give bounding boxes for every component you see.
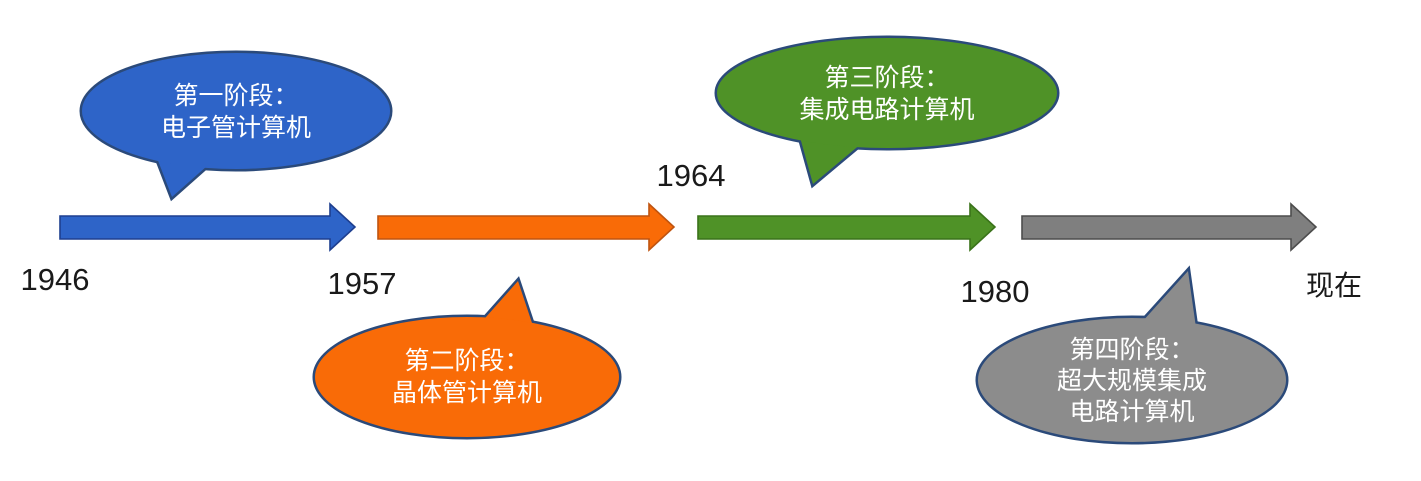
- stage-2-bubble: [312, 276, 622, 440]
- stage-1-arrow: [59, 202, 357, 252]
- bubble-line: 电子管计算机: [160, 114, 311, 142]
- bubble-line: 超大规模集成: [1056, 366, 1207, 395]
- bubble-line: 第二阶段：: [404, 347, 530, 375]
- bubble-line: 第四阶段：: [1069, 335, 1195, 364]
- stage-1-year-label: 1946: [20, 262, 90, 297]
- stage-1-bubble-text: 第一阶段： 电子管计算机: [82, 56, 390, 168]
- bubble-line: 第一阶段：: [173, 82, 299, 110]
- bubble-line: 电路计算机: [1069, 397, 1195, 426]
- stage-3-bubble: [714, 35, 1060, 189]
- stage-2-bubble-text: 第二阶段： 晶体管计算机: [315, 318, 619, 436]
- stage-4-year-label: 1980: [960, 274, 1030, 309]
- stage-4-bubble-text: 第四阶段： 超大规模集成 电路计算机: [978, 320, 1286, 442]
- stage-4-arrow: [1021, 202, 1318, 252]
- bubble-line: 晶体管计算机: [391, 379, 542, 407]
- stage-3-year-label: 1964: [656, 158, 726, 193]
- stage-2-arrow: [377, 202, 676, 252]
- stage-3-arrow: [697, 202, 997, 252]
- bubble-line: 第三阶段：: [824, 64, 950, 92]
- stage-4-bubble: [975, 265, 1289, 445]
- stage-3-bubble-text: 第三阶段： 集成电路计算机: [717, 40, 1057, 148]
- stage-1-bubble: [79, 50, 393, 202]
- stage-2-year-label: 1957: [327, 266, 397, 301]
- bubble-line: 集成电路计算机: [799, 96, 975, 124]
- end-label-now: 现在: [1305, 270, 1362, 301]
